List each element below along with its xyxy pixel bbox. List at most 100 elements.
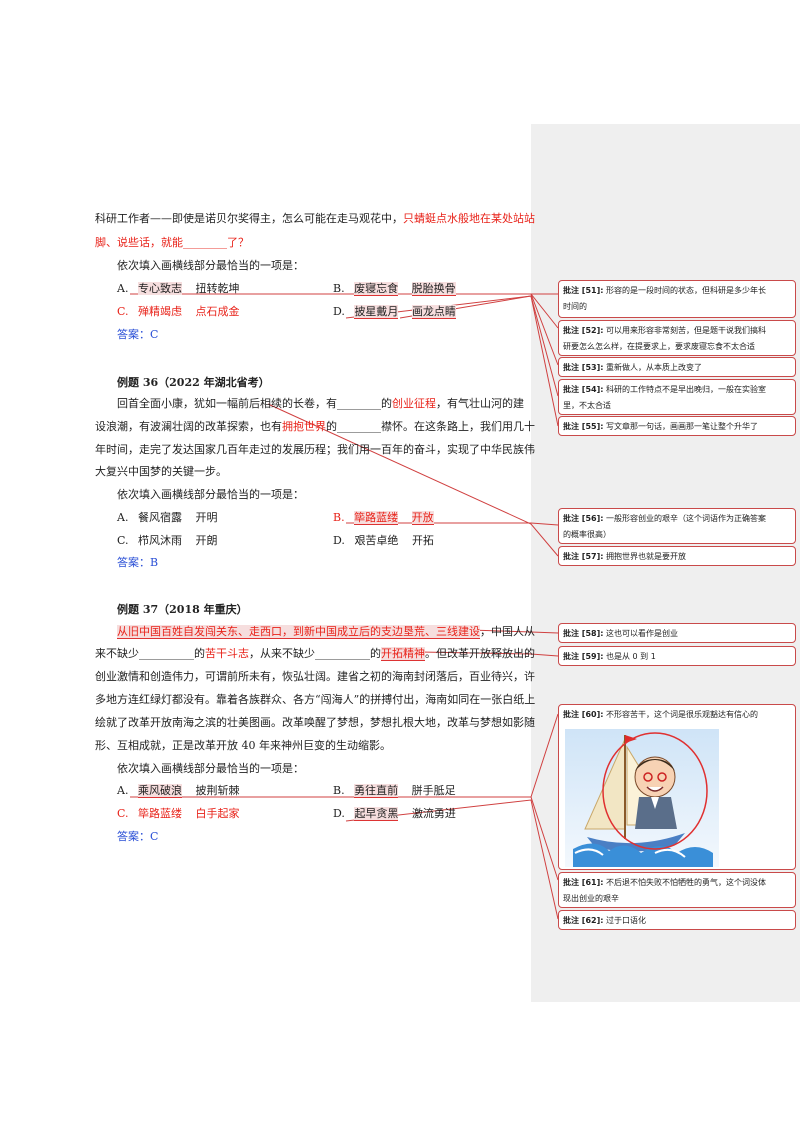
option-label: A. <box>117 282 129 295</box>
ex37-option-c: C. 筚路蓝缕 白手起家 <box>117 807 240 821</box>
comment-tag: 批注 [59]: <box>563 652 604 661</box>
p1-a-word1: 专心致志 <box>137 282 182 295</box>
option-label: D. <box>333 807 345 820</box>
comment-text: 时间的 <box>563 302 587 311</box>
comment-text: 里，不太合适 <box>563 401 611 410</box>
comment-tag: 批注 [54]: <box>563 385 604 394</box>
option-label: A. <box>117 784 129 797</box>
ex37-text: 来不缺少__________的 <box>95 647 205 660</box>
ex36-line4: 大复兴中国梦的关键一步。 <box>95 465 227 478</box>
comment-59[interactable]: 批注 [59]: 也是从 0 到 1 <box>558 646 796 666</box>
ex36-c-word1: 栉风沐雨 <box>138 534 183 547</box>
option-label: C. <box>117 305 129 318</box>
comment-tag: 批注 [51]: <box>563 286 604 295</box>
comment-60[interactable]: 批注 [60]: 不形容苦干，这个词是很乐观豁达有信心的 <box>558 704 796 870</box>
cartoon-sailboat-image <box>565 729 719 867</box>
ex37-b-word1: 勇往直前 <box>354 784 399 798</box>
comment-text: 可以用来形容非常刻苦，但是题干说我们搞科 <box>605 326 766 335</box>
comment-text: 科研的工作特点不是早出晚归，一般在实验室 <box>605 385 766 394</box>
ex37-text: ，从来不缺少__________的 <box>249 647 381 660</box>
p1-b-word1: 废寝忘食 <box>354 282 399 296</box>
p1-b-word2: 脱胎换骨 <box>411 282 456 296</box>
ex37-c-word1: 筚路蓝缕 <box>138 807 183 820</box>
comment-text: 拥抱世界也就是要开放 <box>605 552 686 561</box>
ex36-line2: 设浪潮，有波澜壮阔的改革探索，也有拥抱世界的________襟怀。在这条路上，我… <box>95 420 535 434</box>
ex36-line3: 年时间，走完了发达国家几百年走过的发展历程；我们用一百年的奋斗，实现了中华民族伟 <box>95 443 535 456</box>
ex36-a-word2: 开明 <box>195 511 218 524</box>
option-label: A. <box>117 511 129 524</box>
ex37-line3: 创业激情和创造伟力，可谓前所未有，恢弘壮阔。建省之初的海南封闭落后，百业待兴，许 <box>95 670 535 683</box>
ex36-line1: 回首全面小康，犹如一幅前后相续的长卷，有________的创业征程，有气壮山河的… <box>117 397 524 411</box>
comment-54[interactable]: 批注 [54]: 科研的工作特点不是早出晚归，一般在实验室里，不太合适 <box>558 379 796 415</box>
p1-option-a: A. 专心致志 扭转乾坤 <box>117 282 239 296</box>
ex37-hl-3: 开拓精神 <box>381 647 425 661</box>
option-label: D. <box>333 305 345 318</box>
option-label: C. <box>117 807 129 820</box>
comment-text: 不形容苦干，这个词是很乐观豁达有信心的 <box>605 710 758 719</box>
option-label: B. <box>333 784 345 797</box>
ex36-c-word2: 开朗 <box>195 534 218 547</box>
comment-62[interactable]: 批注 [62]: 过于口语化 <box>558 910 796 930</box>
ex36-option-c: C. 栉风沐雨 开朗 <box>117 534 218 548</box>
ex36-option-a: A. 餐风宿露 开明 <box>117 511 217 525</box>
ex37-d-word2: 激流勇进 <box>411 807 456 820</box>
comment-tag: 批注 [57]: <box>563 552 604 561</box>
ex36-d-word1: 艰苦卓绝 <box>354 534 399 547</box>
comment-61[interactable]: 批注 [61]: 不后退不怕失败不怕牺牲的勇气，这个词没体现出创业的艰辛 <box>558 872 796 908</box>
ex36-a-word1: 餐风宿露 <box>137 511 182 524</box>
option-label: C. <box>117 534 129 547</box>
ex36-option-b: B. 筚路蓝缕 开放 <box>333 511 434 525</box>
ex37-b-word2: 胼手胝足 <box>411 784 456 797</box>
comment-tag: 批注 [58]: <box>563 629 604 638</box>
p1-blank: ________了？ <box>183 236 249 249</box>
option-label: B. <box>333 511 345 524</box>
ex36-b-word2: 开放 <box>411 511 434 525</box>
comment-text: 现出创业的艰辛 <box>563 894 619 903</box>
comment-55[interactable]: 批注 [55]: 写文章那一句话，画画那一笔让整个升华了 <box>558 416 796 436</box>
ex36-title: 例题 36（2022 年湖北省考） <box>117 376 270 389</box>
option-label: D. <box>333 534 345 547</box>
ex36-text: ，有气壮山河的建 <box>436 397 524 410</box>
comment-tag: 批注 [56]: <box>563 514 604 523</box>
ex37-hl-2: 苦干斗志 <box>205 647 249 660</box>
ex36-b-word1: 筚路蓝缕 <box>354 511 399 525</box>
comment-56[interactable]: 批注 [56]: 一般形容创业的艰辛（这个词语作为正确答案的概率很高） <box>558 508 796 544</box>
comment-57[interactable]: 批注 [57]: 拥抱世界也就是要开放 <box>558 546 796 566</box>
comment-52[interactable]: 批注 [52]: 可以用来形容非常刻苦，但是题干说我们搞科研要怎么怎么样，在提要… <box>558 320 796 356</box>
option-label: B. <box>333 282 345 295</box>
comment-text: 也是从 0 到 1 <box>605 652 656 661</box>
ex37-c-word2: 白手起家 <box>195 807 240 820</box>
ex36-prompt: 依次填入画横线部分最恰当的一项是： <box>117 488 304 501</box>
ex37-line2: 来不缺少__________的苦干斗志，从来不缺少__________的开拓精神… <box>95 647 535 661</box>
p1-line1-highlight: 只蜻蜓点水般地在某处站站 <box>403 212 535 225</box>
comment-text: 重新做人，从本质上改变了 <box>605 363 702 372</box>
comment-53[interactable]: 批注 [53]: 重新做人，从本质上改变了 <box>558 357 796 377</box>
ex37-a-word1: 乘风破浪 <box>137 784 182 798</box>
comment-tag: 批注 [53]: <box>563 363 604 372</box>
ex37-option-a: A. 乘风破浪 披荆斩棘 <box>117 784 239 798</box>
p1-c-word2: 点石成金 <box>195 305 240 318</box>
ex36-text: 设浪潮，有波澜壮阔的改革探索，也有 <box>95 420 282 433</box>
ex36-option-d: D. 艰苦卓绝 开拓 <box>333 534 434 548</box>
p1-answer: 答案：C <box>117 328 159 341</box>
ex37-line5: 绘就了改革开放南海之滨的壮美图画。改革唤醒了梦想，梦想扎根大地，改革与梦想如影随 <box>95 716 535 729</box>
p1-line1-text: 科研工作者——即使是诺贝尔奖得主，怎么可能在走马观花中， <box>95 212 403 225</box>
p1-a-word2: 扭转乾坤 <box>195 282 240 295</box>
ex37-line1: 从旧中国百姓自发闯关东、走西口，到新中国成立后的支边垦荒、三线建设，中国人从 <box>117 625 535 639</box>
ex37-text: ，中国人从 <box>480 625 535 638</box>
comment-text: 一般形容创业的艰辛（这个词语作为正确答案 <box>605 514 766 523</box>
p1-option-b: B. 废寝忘食 脱胎换骨 <box>333 282 456 296</box>
comment-text: 过于口语化 <box>605 916 646 925</box>
ex37-title: 例题 37（2018 年重庆） <box>117 603 248 616</box>
ex37-line4: 多地方连红绿灯都没有。靠着各族群众、各方“闯海人”的拼搏付出，海南如同在一张白纸… <box>95 693 536 706</box>
p1-c-word1: 殚精竭虑 <box>138 305 183 318</box>
comment-tag: 批注 [61]: <box>563 878 604 887</box>
p1-option-c: C. 殚精竭虑 点石成金 <box>117 305 240 319</box>
ex37-prompt: 依次填入画横线部分最恰当的一项是： <box>117 762 304 775</box>
ex37-answer: 答案：C <box>117 830 159 843</box>
p1-d-word1: 披星戴月 <box>354 305 399 319</box>
comment-51[interactable]: 批注 [51]: 形容的是一段时间的状态，但科研是多少年长时间的 <box>558 280 796 318</box>
comment-text: 这也可以看作是创业 <box>605 629 678 638</box>
comment-58[interactable]: 批注 [58]: 这也可以看作是创业 <box>558 623 796 643</box>
ex36-text: 的________襟怀。在这条路上，我们用几十 <box>326 420 535 433</box>
